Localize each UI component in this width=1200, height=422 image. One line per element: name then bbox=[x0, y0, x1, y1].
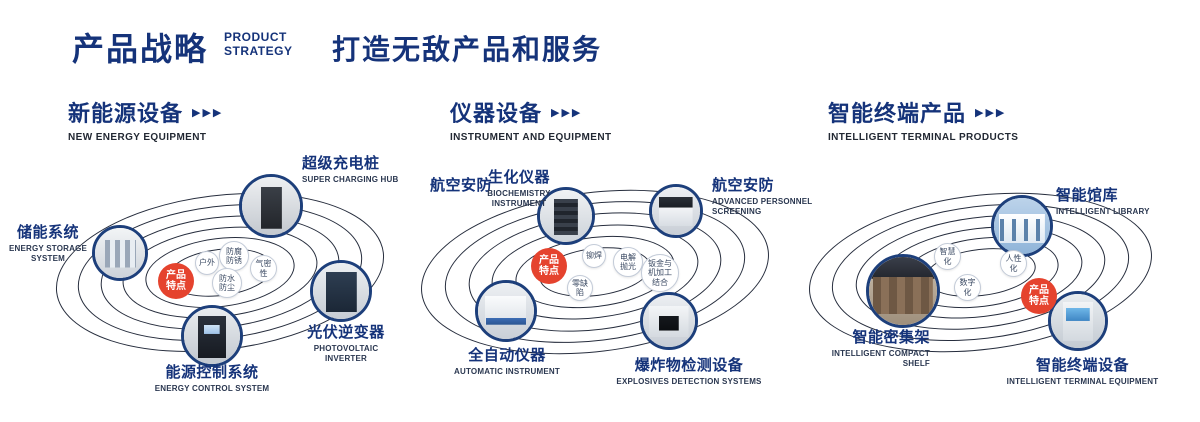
label-en: AUTOMATIC INSTRUMENT bbox=[454, 367, 560, 376]
label-en: PHOTOVOLTAIC INVERTER bbox=[313, 344, 379, 363]
feature-bubble: 钣金与机加工结合 bbox=[641, 254, 679, 292]
feature-bubble: 电解抛光 bbox=[613, 247, 643, 277]
section-header-instrument: 仪器设备 ▶▶▶ INSTRUMENT AND EQUIPMENT bbox=[450, 96, 611, 143]
slogan: 打造无敌产品和服务 bbox=[332, 34, 603, 65]
photo-automatic-instrument bbox=[475, 280, 537, 342]
label-explosives-detection: 爆炸物检测设备 EXPLOSIVES DETECTION SYSTEMS bbox=[608, 354, 770, 387]
label-intelligent-terminal-equipment: 智能终端设备 INTELLIGENT TERMINAL EQUIPMENT bbox=[1000, 354, 1165, 387]
page-title: 产品战略 bbox=[72, 31, 209, 67]
label-zh: 智能馆库 bbox=[1056, 187, 1119, 204]
label-zh: 储能系统 bbox=[16, 224, 79, 241]
label-zh: 生化仪器 bbox=[487, 169, 550, 186]
label-zh: 智能密集架 bbox=[852, 329, 930, 346]
section-header-terminal: 智能终端产品 ▶▶▶ INTELLIGENT TERMINAL PRODUCTS bbox=[828, 96, 1018, 143]
section-title-terminal: 智能终端产品 bbox=[828, 101, 967, 126]
label-en: ADVANCED PERSONNEL SCREENING bbox=[712, 197, 813, 216]
section-title-instrument: 仪器设备 bbox=[450, 101, 543, 126]
badge-product-features: 产品 特点 bbox=[1021, 278, 1057, 314]
page-title-en-line2: STRATEGY bbox=[224, 43, 293, 58]
photo-intelligent-library bbox=[991, 195, 1053, 257]
badge-line1: 产品 bbox=[166, 269, 186, 281]
section-subtitle-terminal: INTELLIGENT TERMINAL PRODUCTS bbox=[828, 132, 1019, 143]
biochemistry-instrument-image bbox=[540, 190, 592, 242]
automatic-instrument-image bbox=[478, 283, 534, 339]
label-en: BIOCHEMISTRY INSTRUMENT bbox=[487, 189, 551, 208]
badge-product-features: 产品 特点 bbox=[158, 263, 194, 299]
label-zh: 光伏逆变器 bbox=[307, 324, 385, 341]
section-subtitle-instrument: INSTRUMENT AND EQUIPMENT bbox=[450, 132, 612, 143]
feature-bubble: 防水防尘 bbox=[212, 268, 242, 298]
label-zh: 全自动仪器 bbox=[468, 347, 546, 364]
badge-line1: 产品 bbox=[539, 254, 559, 266]
chevron-arrows-icon: ▶▶▶ bbox=[975, 106, 1007, 119]
photo-super-charging-hub bbox=[239, 174, 303, 238]
intelligent-compact-shelf-image bbox=[869, 257, 937, 325]
super-charging-hub-image bbox=[242, 177, 300, 235]
badge-line2: 特点 bbox=[1029, 296, 1049, 307]
label-zh: 智能终端设备 bbox=[1035, 357, 1129, 374]
label-en: EXPLOSIVES DETECTION SYSTEMS bbox=[616, 377, 762, 386]
label-aviation-security: 航空安防 bbox=[430, 174, 492, 195]
section-subtitle-new-energy: NEW ENERGY EQUIPMENT bbox=[68, 132, 207, 143]
photovoltaic-inverter-image bbox=[313, 263, 369, 319]
page-title-en: PRODUCT STRATEGY bbox=[224, 30, 293, 59]
label-biochemistry-instrument: 生化仪器 BIOCHEMISTRY INSTRUMENT bbox=[474, 166, 564, 209]
photo-intelligent-terminal-equipment bbox=[1048, 291, 1108, 351]
intelligent-terminal-equipment-image bbox=[1051, 294, 1105, 348]
label-zh: 航空安防 bbox=[430, 177, 493, 194]
label-zh: 超级充电桩 bbox=[302, 155, 380, 172]
label-super-charging-hub: 超级充电桩 SUPER CHARGING HUB bbox=[302, 152, 399, 185]
photo-photovoltaic-inverter bbox=[310, 260, 372, 322]
label-energy-control-system: 能源控制系统 ENERGY CONTROL SYSTEM bbox=[133, 361, 291, 394]
chevron-arrows-icon: ▶▶▶ bbox=[551, 106, 583, 119]
energy-control-system-image bbox=[184, 308, 240, 364]
feature-bubble: 铆焊 bbox=[582, 244, 606, 268]
feature-bubble: 零缺陷 bbox=[567, 275, 593, 301]
label-en: INTELLIGENT TERMINAL EQUIPMENT bbox=[1006, 377, 1159, 386]
badge-line2: 特点 bbox=[539, 266, 559, 277]
explosives-detection-image bbox=[643, 295, 695, 347]
feature-bubble: 气密性 bbox=[250, 255, 277, 282]
label-zh: 航空安防 bbox=[712, 177, 775, 194]
label-en: ENERGY CONTROL SYSTEM bbox=[154, 384, 270, 393]
label-en: INTELLIGENT COMPACT SHELF bbox=[831, 349, 930, 368]
feature-bubble: 数字化 bbox=[954, 274, 981, 301]
badge-product-features: 产品 特点 bbox=[531, 248, 567, 284]
photo-personnel-screening bbox=[649, 184, 703, 238]
label-en: SUPER CHARGING HUB bbox=[302, 175, 399, 184]
label-energy-storage-system: 储能系统 ENERGY STORAGE SYSTEM bbox=[2, 221, 94, 264]
page-title-en-line1: PRODUCT bbox=[224, 30, 287, 44]
badge-line2: 特点 bbox=[166, 281, 186, 292]
section-header-new-energy: 新能源设备 ▶▶▶ NEW ENERGY EQUIPMENT bbox=[68, 96, 223, 143]
photo-intelligent-compact-shelf bbox=[866, 254, 940, 328]
intelligent-library-image bbox=[994, 198, 1050, 254]
label-intelligent-compact-shelf: 智能密集架 INTELLIGENT COMPACT SHELF bbox=[818, 326, 930, 369]
feature-bubble: 户外 bbox=[195, 251, 219, 275]
label-personnel-screening: 航空安防 ADVANCED PERSONNEL SCREENING bbox=[712, 174, 824, 217]
section-title-new-energy: 新能源设备 bbox=[68, 101, 184, 126]
label-en: ENERGY STORAGE SYSTEM bbox=[8, 244, 88, 263]
label-zh: 爆炸物检测设备 bbox=[634, 357, 744, 374]
photo-biochemistry-instrument bbox=[537, 187, 595, 245]
label-intelligent-library: 智能馆库 INTELLIGENT LIBRARY bbox=[1056, 184, 1176, 217]
photo-energy-storage-system bbox=[92, 225, 148, 281]
feature-bubble: 防腐防锈 bbox=[219, 241, 249, 271]
label-photovoltaic-inverter: 光伏逆变器 PHOTOVOLTAIC INVERTER bbox=[292, 321, 400, 364]
label-automatic-instrument: 全自动仪器 AUTOMATIC INSTRUMENT bbox=[452, 344, 562, 377]
photo-energy-control-system bbox=[181, 305, 243, 367]
feature-bubble: 智慧化 bbox=[934, 243, 961, 270]
feature-bubble: 人性化 bbox=[1000, 250, 1027, 277]
chevron-arrows-icon: ▶▶▶ bbox=[192, 106, 224, 119]
photo-explosives-detection bbox=[640, 292, 698, 350]
label-en: INTELLIGENT LIBRARY bbox=[1056, 207, 1150, 216]
label-zh: 能源控制系统 bbox=[165, 364, 259, 381]
personnel-screening-image bbox=[652, 187, 700, 235]
badge-line1: 产品 bbox=[1029, 284, 1049, 296]
energy-storage-system-image bbox=[95, 228, 145, 278]
